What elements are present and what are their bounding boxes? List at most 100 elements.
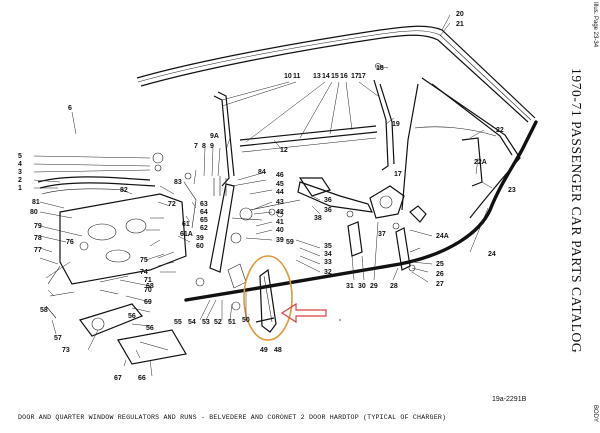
callout-23: 23 xyxy=(508,187,516,194)
callout-1: 1 xyxy=(18,185,22,192)
callout-61a: 61A xyxy=(180,231,193,238)
callout-39-lower: 39 xyxy=(196,235,204,242)
callout-24a: 24A xyxy=(436,233,449,240)
callout-17: 17 xyxy=(351,73,359,80)
callout-17-right: 17 xyxy=(358,73,366,80)
callout-29: 29 xyxy=(370,283,378,290)
callout-26: 26 xyxy=(436,271,444,278)
callout-79: 79 xyxy=(34,223,42,230)
callout-16: 16 xyxy=(340,73,348,80)
belt-weatherstrips xyxy=(239,125,378,153)
illustration-reference: Illus. Page 23-34 xyxy=(592,2,598,48)
callout-63: 63 xyxy=(200,201,208,208)
callout-67: 67 xyxy=(114,375,122,382)
callout-59: 59 xyxy=(286,239,294,246)
pointer-arrow xyxy=(280,302,327,324)
roof-rail-weatherstrip xyxy=(136,25,536,123)
callout-74: 74 xyxy=(140,269,148,276)
callout-68: 68 xyxy=(146,283,154,290)
callout-7: 7 xyxy=(194,143,198,150)
quarter-window-frame xyxy=(401,77,521,219)
callout-5: 5 xyxy=(18,153,22,160)
callout-80: 80 xyxy=(30,209,38,216)
callout-35: 35 xyxy=(324,243,332,250)
callout-19: 19 xyxy=(392,121,400,128)
door-inner-panel xyxy=(59,193,187,285)
callout-15: 15 xyxy=(331,73,339,80)
red-mark-dot xyxy=(339,319,341,321)
callout-60: 60 xyxy=(196,243,204,250)
callout-25: 25 xyxy=(436,261,444,268)
callout-40: 40 xyxy=(276,227,284,234)
callout-36: 36 xyxy=(324,197,332,204)
callout-36-upper: 36 xyxy=(324,207,332,214)
callout-3: 3 xyxy=(18,169,22,176)
callout-62: 62 xyxy=(200,225,208,232)
callout-57: 57 xyxy=(54,335,62,342)
callout-82: 82 xyxy=(120,187,128,194)
callout-64: 64 xyxy=(200,209,208,216)
callout-73: 73 xyxy=(62,347,70,354)
callout-50: 50 xyxy=(242,317,250,324)
callout-44: 44 xyxy=(276,189,284,196)
callout-9: 9 xyxy=(210,143,214,150)
highlight-circle xyxy=(243,255,293,341)
callout-51: 51 xyxy=(228,319,236,326)
callout-43: 43 xyxy=(276,199,284,206)
leader-lines xyxy=(33,14,493,377)
callout-34: 34 xyxy=(324,251,332,258)
callout-52: 52 xyxy=(214,319,222,326)
callout-75: 75 xyxy=(140,257,148,264)
callout-8: 8 xyxy=(202,143,206,150)
callout-61: 61 xyxy=(182,221,190,228)
callout-56-lower: 56 xyxy=(128,313,136,320)
callout-30: 30 xyxy=(358,283,366,290)
callout-38: 38 xyxy=(314,215,322,222)
window-regulator-linkages xyxy=(209,177,427,273)
callout-69: 69 xyxy=(144,299,152,306)
callout-71: 71 xyxy=(144,277,152,284)
callout-66: 66 xyxy=(138,375,146,382)
callout-22: 22 xyxy=(496,127,504,134)
callout-14: 14 xyxy=(322,73,330,80)
callout-81: 81 xyxy=(32,199,40,206)
callout-39: 39 xyxy=(276,237,284,244)
callout-78: 78 xyxy=(34,235,42,242)
callout-41: 41 xyxy=(276,219,284,226)
section-tag: BODY xyxy=(592,405,598,423)
figure-caption: DOOR AND QUARTER WINDOW REGULATORS AND R… xyxy=(18,414,447,421)
callout-76: 76 xyxy=(66,239,74,246)
callout-22a: 22A xyxy=(474,159,487,166)
callout-45: 45 xyxy=(276,181,284,188)
callout-6: 6 xyxy=(68,105,72,112)
callout-4: 4 xyxy=(18,161,22,168)
callout-58: 58 xyxy=(40,307,48,314)
callout-53: 53 xyxy=(202,319,210,326)
callout-24: 24 xyxy=(488,251,496,258)
callout-54: 54 xyxy=(188,319,196,326)
callout-42: 42 xyxy=(276,209,284,216)
callout-72: 72 xyxy=(168,201,176,208)
clip-and-fastener-components xyxy=(152,63,421,311)
callout-48: 48 xyxy=(274,347,282,354)
callout-11: 11 xyxy=(293,73,301,80)
callout-31: 31 xyxy=(346,283,354,290)
callout-84: 84 xyxy=(258,169,266,176)
callout-49: 49 xyxy=(260,347,268,354)
callout-17-lower: 17 xyxy=(394,171,402,178)
figure-id: 19a-2291B xyxy=(492,396,527,403)
callout-9a: 9A xyxy=(210,133,219,140)
callout-18: 18 xyxy=(376,65,384,72)
callout-55: 55 xyxy=(174,319,182,326)
door-outer-belt-moldings xyxy=(37,176,156,195)
callout-83: 83 xyxy=(174,179,182,186)
callout-77: 77 xyxy=(34,247,42,254)
callout-37: 37 xyxy=(378,231,386,238)
front-glass-run-channels xyxy=(213,79,395,187)
callout-10: 10 xyxy=(284,73,292,80)
callout-27: 27 xyxy=(436,281,444,288)
callout-65: 65 xyxy=(200,217,208,224)
callout-70: 70 xyxy=(144,287,152,294)
callout-32: 32 xyxy=(324,269,332,276)
